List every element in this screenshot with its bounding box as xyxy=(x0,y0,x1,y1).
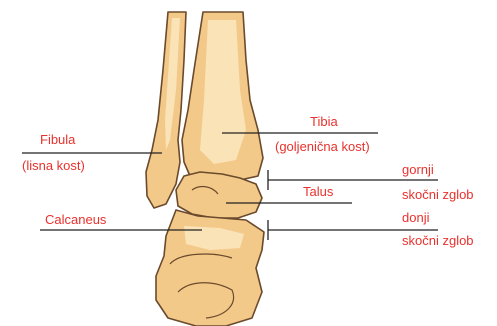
calcaneus-bone xyxy=(156,210,264,326)
lower-joint-label-line1: donji xyxy=(402,210,429,226)
fibula-label: Fibula xyxy=(40,132,75,148)
talus-label: Talus xyxy=(303,184,333,200)
upper-joint-label-line1: gornji xyxy=(402,162,434,178)
lower-joint-label-line2: skočni zglob xyxy=(402,233,474,249)
talus-bone xyxy=(176,172,262,218)
tibia-translation: (goljenična kost) xyxy=(275,139,370,155)
calcaneus-label: Calcaneus xyxy=(45,212,106,228)
fibula-translation: (lisna kost) xyxy=(22,158,85,174)
upper-joint-label-line2: skočni zglob xyxy=(402,187,474,203)
tibia-label: Tibia xyxy=(310,114,338,130)
